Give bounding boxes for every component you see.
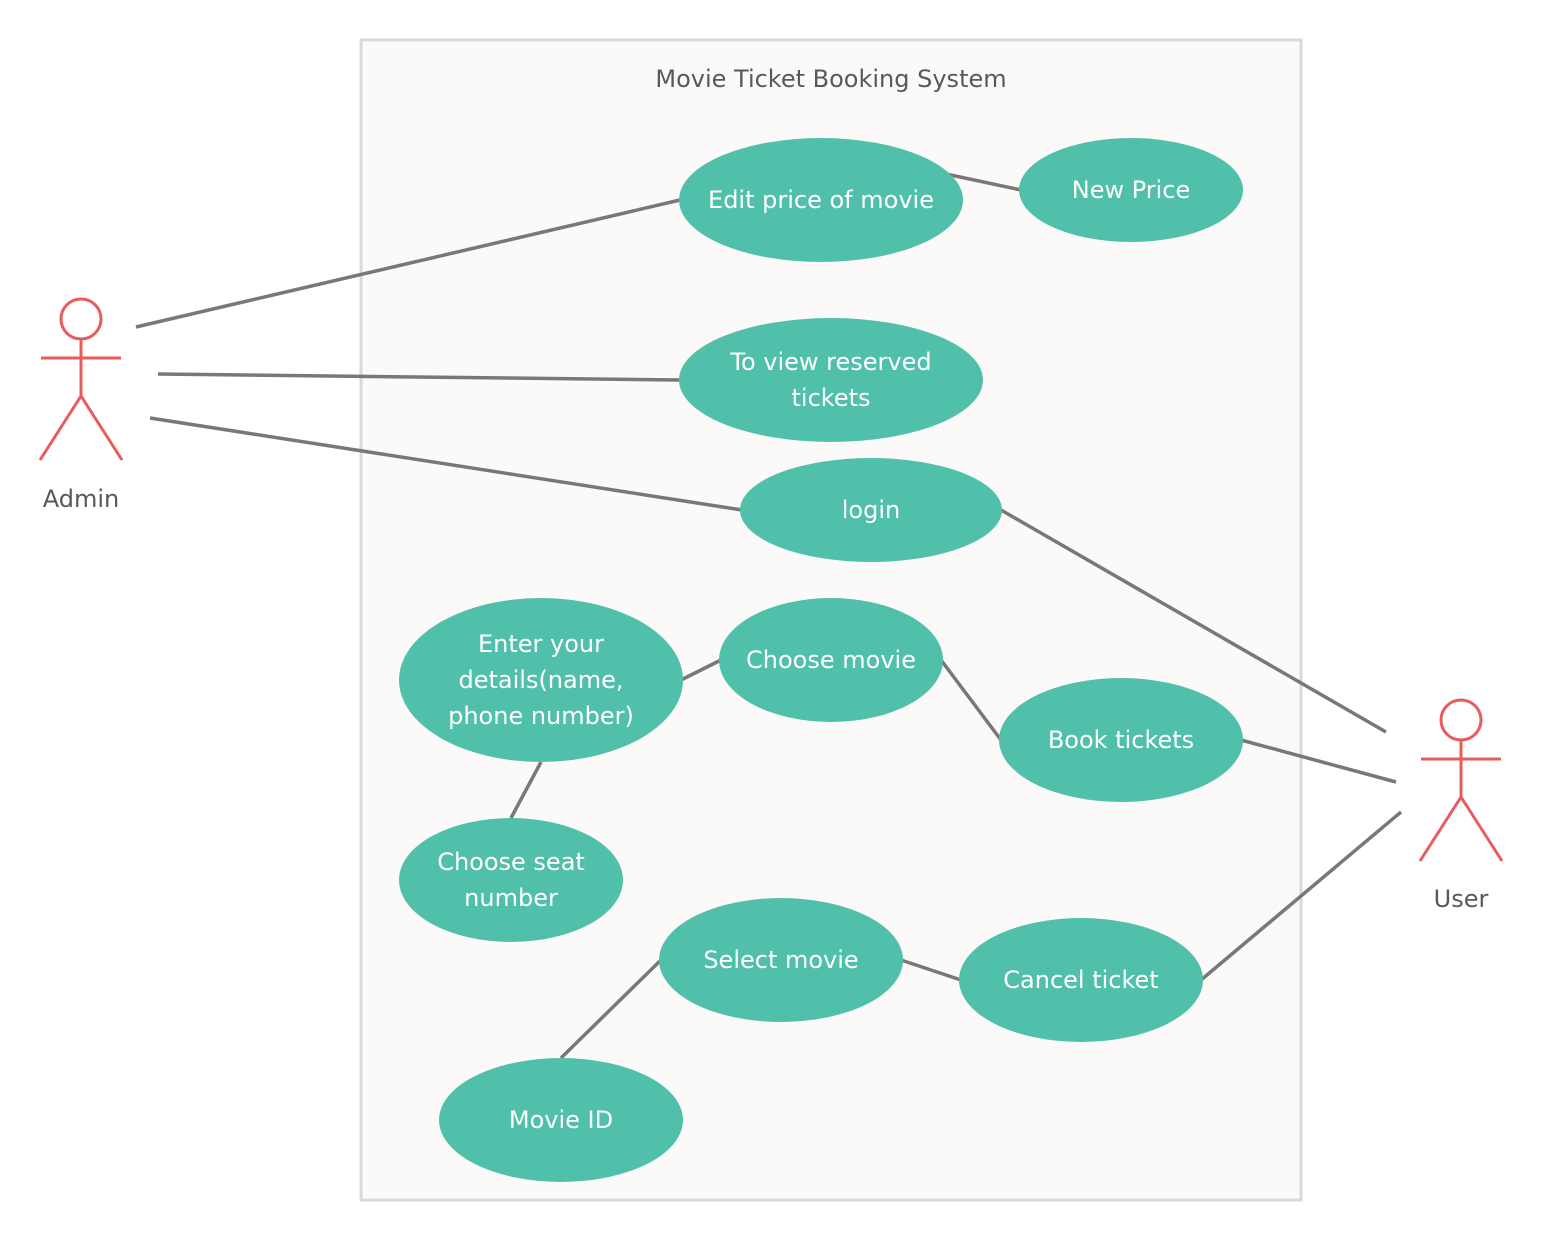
actor-user: User (1418, 698, 1504, 913)
use-case-ellipse (659, 898, 903, 1022)
actor-label: Admin (43, 485, 120, 513)
association-line-enter-details-choose-seat (509, 761, 543, 819)
use-case-ellipse (959, 918, 1203, 1042)
use-case-label: Movie ID (509, 1106, 613, 1134)
use-case-label: To view reserved (729, 348, 931, 376)
use-case-enter-details: Enter your details(name, phone number) (399, 598, 683, 762)
stick-figure-icon (38, 297, 124, 461)
use-case-label: Select movie (703, 946, 858, 974)
use-case-book-tickets: Book tickets (999, 678, 1243, 802)
use-case-cancel-ticket: Cancel ticket (959, 918, 1203, 1042)
use-case-ellipse (740, 458, 1002, 562)
association-line-login-user (1000, 508, 1387, 734)
use-case-ellipse (439, 1058, 683, 1182)
use-case-label: Enter your (478, 630, 604, 658)
association-line-select-movie-cancel-ticket (900, 958, 962, 982)
association-line-enter-details-choose-movie (680, 658, 722, 682)
use-case-ellipse (719, 598, 943, 722)
use-case-label: Book tickets (1048, 726, 1194, 754)
stick-figure-icon (1418, 698, 1504, 862)
use-case-select-movie: Select movie (659, 898, 903, 1022)
association-line-admin-login (149, 416, 743, 512)
use-case-label: Choose seat (437, 848, 585, 876)
association-line-choose-movie-book-tickets (939, 658, 1003, 742)
use-case-new-price: New Price (1019, 138, 1243, 242)
use-case-choose-movie: Choose movie (719, 598, 943, 722)
use-case-movie-id: Movie ID (439, 1058, 683, 1182)
use-case-login: login (740, 458, 1002, 562)
use-case-label: Choose movie (746, 646, 916, 674)
association-line-admin-edit-price (135, 198, 681, 329)
use-case-ellipse (679, 318, 983, 442)
actor-label: User (1434, 885, 1489, 913)
actor-admin: Admin (38, 297, 124, 513)
use-case-label: New Price (1072, 176, 1191, 204)
use-case-label: tickets (792, 384, 871, 412)
use-case-label: number (464, 884, 558, 912)
use-case-label: details(name, (458, 666, 623, 694)
use-case-ellipse (679, 138, 963, 262)
use-case-choose-seat: Choose seat number (399, 818, 623, 942)
use-cases: Edit price of movie New Price To view rese… (399, 138, 1243, 1182)
use-case-ellipse (399, 818, 623, 942)
use-case-ellipse (1019, 138, 1243, 242)
use-case-label: Edit price of movie (708, 186, 934, 214)
association-line-movie-id-select-movie (559, 958, 663, 1060)
use-case-view-reserved: To view reserved tickets (679, 318, 983, 442)
association-lines (135, 172, 1403, 1060)
use-case-edit-price: Edit price of movie (679, 138, 963, 262)
use-case-label: phone number) (448, 702, 634, 730)
use-case-label: Cancel ticket (1003, 966, 1158, 994)
use-case-ellipse (399, 598, 683, 762)
association-line-edit-price-new-price (945, 172, 1022, 192)
association-line-admin-view-reserved (157, 372, 681, 382)
association-line-book-tickets-user (1240, 738, 1397, 784)
association-line-cancel-ticket-user (1199, 810, 1403, 982)
use-case-label: login (842, 496, 900, 524)
use-case-ellipse (999, 678, 1243, 802)
system-title: Movie Ticket Booking System (655, 65, 1006, 93)
